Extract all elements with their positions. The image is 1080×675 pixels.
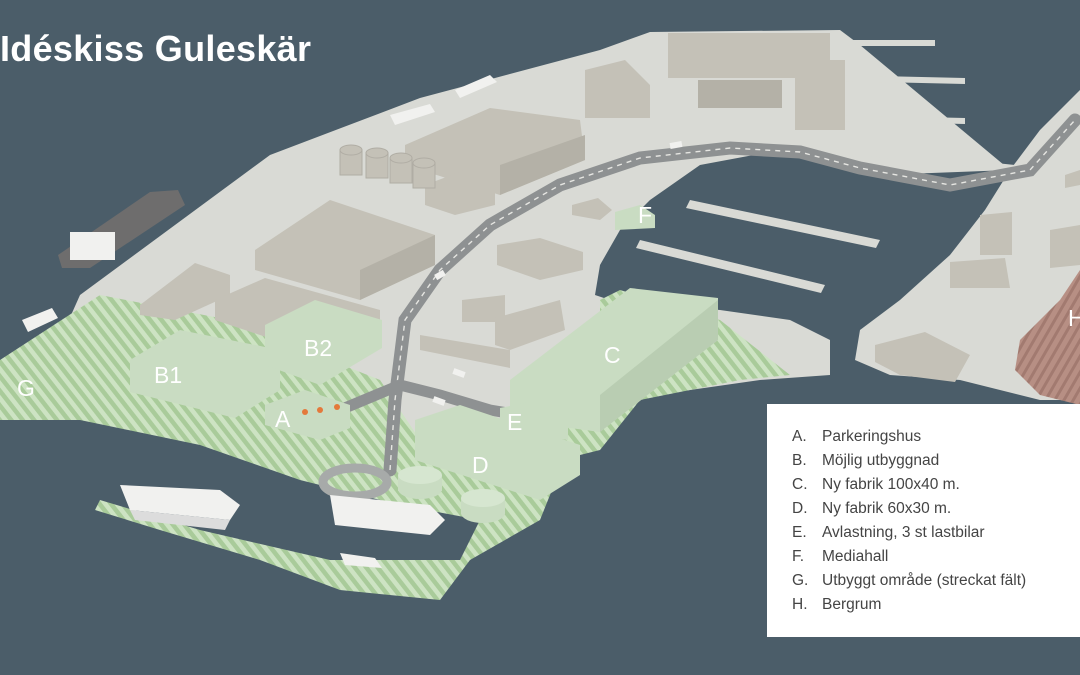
legend-panel: A. Parkeringshus B. Möjlig utbyggnad C. Ny … (767, 404, 1080, 637)
legend-letter: H. (792, 596, 808, 613)
zone-label-a: A (275, 406, 291, 432)
legend-text: Bergrum (822, 596, 882, 613)
jetties (636, 40, 1015, 293)
legend-text: Utbyggt område (streckat fält) (822, 572, 1027, 589)
building-c (510, 288, 718, 432)
legend-item: E. Avlastning, 3 st lastbilar (792, 521, 1080, 545)
legend-letter: E. (792, 524, 807, 541)
legend-letter: F. (792, 548, 805, 565)
roundabout (318, 463, 392, 501)
rock-area-bergrum (1015, 270, 1080, 405)
zone-label-b2: B2 (304, 335, 333, 361)
building-b2 (265, 300, 382, 385)
page-title: Idéskiss Guleskär (0, 28, 312, 69)
road-markings (389, 119, 1076, 471)
legend-text: Möjlig utbyggnad (822, 452, 940, 469)
ships (22, 75, 497, 568)
legend-item: D. Ny fabrik 60x30 m. (792, 497, 1080, 521)
legend-list: A. Parkeringshus B. Möjlig utbyggnad C. Ny … (767, 404, 1080, 617)
vehicles (432, 141, 683, 406)
legend-letter: G. (792, 572, 809, 589)
building-a-parking (265, 390, 350, 440)
legend-letter: B. (792, 452, 807, 469)
zone-label-d: D (472, 452, 489, 478)
legend-item: C. Ny fabrik 100x40 m. (792, 473, 1080, 497)
legend-text: Parkeringshus (822, 428, 922, 445)
building-f (615, 205, 655, 230)
legend-item: H. Bergrum (792, 593, 1080, 617)
legend-letter: D. (792, 500, 808, 517)
storage-tanks (339, 144, 436, 189)
legend-letter: A. (792, 428, 807, 445)
legend-item: B. Möjlig utbyggnad (792, 449, 1080, 473)
new-buildings (130, 205, 718, 523)
legend-item: A. Parkeringshus (792, 425, 1080, 449)
legend-item: F. Mediahall (792, 545, 1080, 569)
zone-label-g: G (17, 375, 35, 401)
legend-letter: C. (792, 476, 808, 493)
existing-buildings (140, 33, 1080, 382)
zone-label-e: E (507, 409, 523, 435)
zone-label-f: F (638, 202, 653, 228)
legend-text: Ny fabrik 60x30 m. (822, 500, 952, 517)
legend-text: Ny fabrik 100x40 m. (822, 476, 960, 493)
zone-label-b1: B1 (154, 362, 183, 388)
zone-label-h: H (1068, 305, 1080, 331)
building-b1 (130, 330, 280, 418)
legend-item: G. Utbyggt område (streckat fält) (792, 569, 1080, 593)
zone-label-c: C (604, 342, 621, 368)
building-e (500, 400, 568, 440)
building-d (415, 405, 580, 500)
legend-text: Avlastning, 3 st lastbilar (822, 524, 985, 541)
legend-text: Mediahall (822, 548, 889, 565)
